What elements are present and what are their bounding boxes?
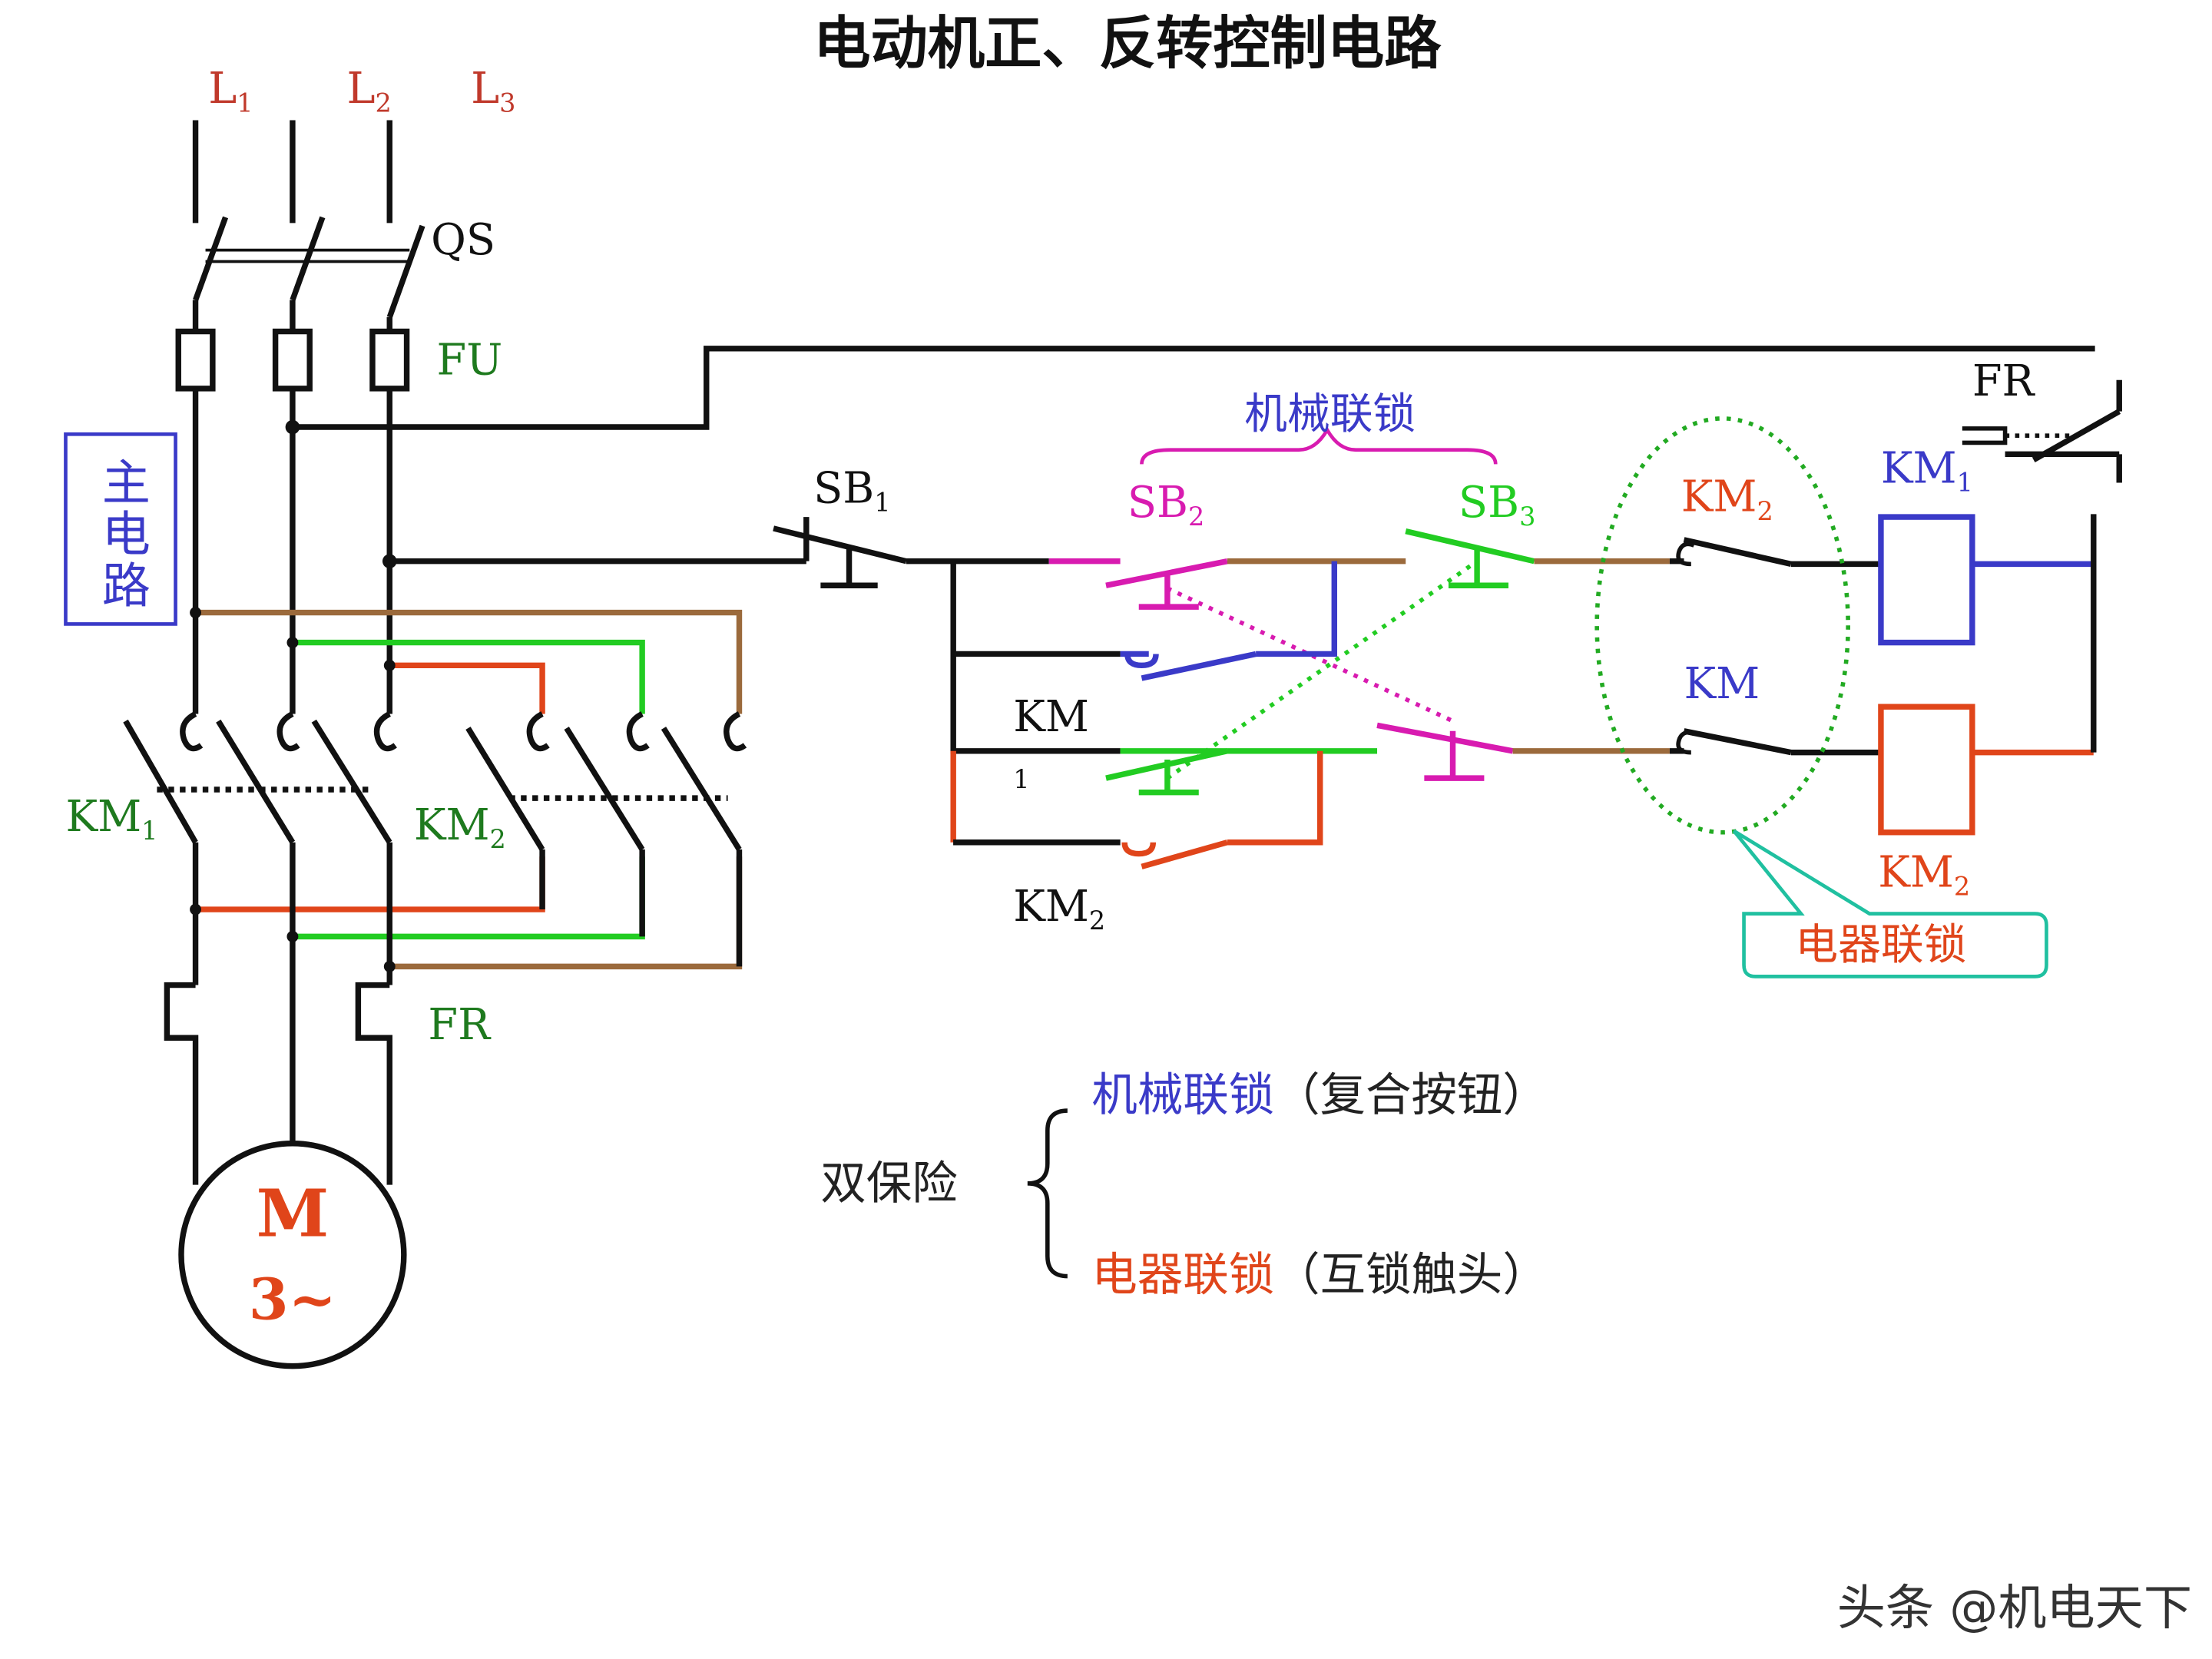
fr-main-label: FR	[428, 1000, 492, 1050]
phase-label-l3: L3	[471, 64, 515, 118]
elec-interlock-ellipse	[1594, 416, 1850, 835]
sb3-button	[1376, 528, 1535, 781]
sb1-stop-button	[773, 517, 1049, 588]
fuse-symbols	[175, 328, 410, 392]
control-cross-wires	[1227, 558, 1670, 754]
km-hold-sub: 1	[1013, 764, 1029, 794]
fu-label: FU	[437, 335, 503, 385]
km-hold-label: KM	[1013, 692, 1089, 742]
qs-label: QS	[431, 215, 495, 265]
page-title: 电动机正、反转控制电路	[813, 9, 1442, 77]
km-interlock-label: KM	[1684, 659, 1760, 709]
main-circuit-label: 主电路	[94, 457, 151, 611]
elec-interlock-callout	[1732, 829, 2048, 979]
contact-arc-hooks	[180, 711, 747, 752]
mech-interlock-label: 机械联锁	[1244, 389, 1416, 439]
km1-coil	[1878, 514, 1975, 646]
motor-phase-label: 3~	[249, 1265, 336, 1333]
km2-main-label: KM2	[414, 800, 506, 854]
km2-hold-label: KM2	[1013, 882, 1105, 935]
interlock-contact-hooks	[1676, 541, 1695, 755]
holding-contacts	[953, 748, 1323, 869]
km2-coil	[1878, 704, 1975, 836]
note-mech-interlock: 机械联锁（复合按钮）	[1091, 1069, 1548, 1122]
phase-label-l1: L1	[208, 64, 253, 118]
thermal-relay-element	[164, 982, 392, 1185]
reversing-crossover-wires	[195, 609, 743, 970]
motor-label: M	[257, 1176, 329, 1253]
fr-control-contact	[1962, 379, 2122, 483]
mech-link-dotted	[1166, 559, 1479, 780]
motor-symbol	[178, 1141, 407, 1369]
sb2-label: SB2	[1128, 478, 1204, 531]
km1-coil-label: KM1	[1881, 443, 1973, 497]
junction-dots	[285, 419, 397, 568]
km1-main-label: KM1	[65, 792, 157, 846]
mech-interlock-brace	[1140, 426, 1498, 465]
sb3-label: SB3	[1459, 478, 1535, 531]
km2-coil-label: KM2	[1878, 847, 1970, 901]
sb1-label: SB1	[813, 464, 890, 518]
km2-interlock-label: KM2	[1681, 472, 1773, 526]
main-circuit-box	[64, 432, 177, 626]
fr-control-label: FR	[1972, 356, 2036, 406]
sb2-button	[1048, 558, 1257, 681]
interlock-contacts	[1669, 537, 1881, 756]
double-protection-label: 双保险	[820, 1157, 957, 1210]
note-elec-interlock: 电器联锁（互锁触头）	[1091, 1249, 1548, 1302]
main-contacts	[123, 719, 743, 985]
main-circuit-lines	[192, 346, 2095, 714]
main-circuit-wiring	[192, 120, 426, 332]
contact-link-dotted	[157, 786, 728, 801]
coil-return-wires	[1972, 514, 2097, 756]
thermal-dots	[190, 607, 396, 972]
phase-label-l2: L2	[347, 64, 392, 118]
watermark: 头条 @机电天下	[1837, 1579, 2192, 1636]
notes-brace	[1027, 1108, 1068, 1279]
elec-interlock-label: 电器联锁	[1795, 920, 1966, 970]
